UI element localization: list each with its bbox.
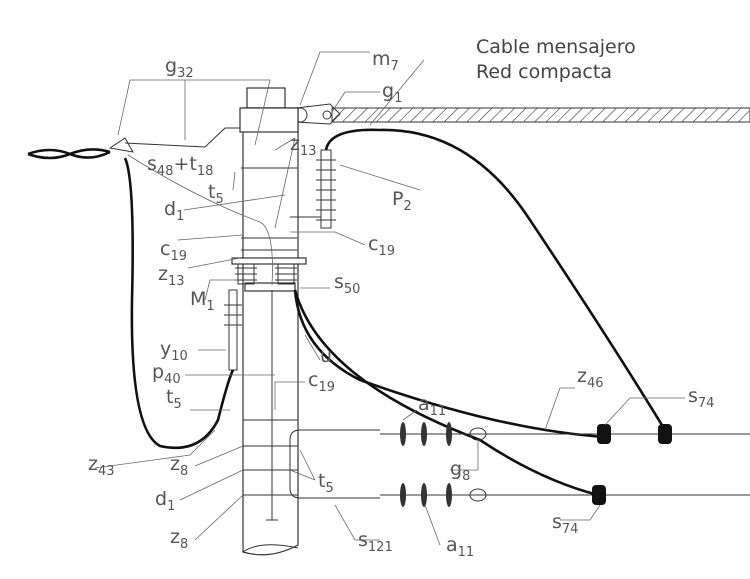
label-z8-low: z8 [170, 526, 188, 552]
underground-cable-2 [293, 289, 599, 497]
label-z46: z46 [577, 365, 604, 391]
label-t5-low: t5 [318, 470, 334, 496]
label-M1: M1 [190, 288, 215, 314]
post-insulator-left [235, 263, 257, 285]
label-t5-mid: t5 [166, 386, 182, 412]
cable-terminal [224, 289, 242, 371]
label-c19-right: c19 [368, 233, 395, 259]
label-c19-low: c19 [308, 369, 335, 395]
label-s121: s121 [358, 529, 393, 555]
label-g1: g1 [382, 80, 402, 106]
label-P2: P2 [392, 188, 412, 214]
title-line-2: Red compacta [476, 61, 612, 83]
label-d1-low: d1 [155, 488, 175, 514]
label-g8: g8 [450, 458, 470, 484]
label-s74-top: s74 [688, 385, 714, 411]
label-y10: y10 [160, 338, 188, 364]
label-t5-top: t5 [208, 181, 224, 207]
label-p40: p40 [152, 361, 181, 387]
bracket-s121 [289, 429, 380, 499]
label-m7: m7 [372, 48, 399, 74]
suspension-insulators [400, 422, 487, 507]
label-a11-low: a11 [446, 534, 474, 560]
title-line-1: Cable mensajero [476, 36, 636, 58]
strain-arm [108, 127, 273, 286]
label-z43: z43 [88, 453, 115, 479]
messenger-cable [331, 107, 750, 123]
pole [231, 87, 307, 556]
label-c19-left: c19 [160, 238, 187, 264]
post-insulator-right [275, 263, 297, 285]
label-d1-top: d1 [164, 198, 184, 224]
label-u: u [320, 345, 332, 367]
underground-cable-1 [293, 289, 606, 439]
label-z8-top: z8 [170, 453, 188, 479]
label-s48-t18: s48+t18 [147, 153, 213, 179]
drop-cable-left [123, 157, 235, 450]
label-a11-top: a11 [418, 393, 446, 419]
label-z13-top: z13 [290, 133, 317, 159]
label-s50: s50 [334, 271, 360, 297]
twisted-conductor [27, 148, 111, 160]
label-g32: g32 [165, 55, 194, 81]
label-z13-left: z13 [158, 263, 185, 289]
label-s74-low: s74 [552, 511, 578, 537]
arrester-lead-cable [324, 128, 667, 431]
leader-lines [94, 51, 685, 546]
cable-ends [592, 424, 672, 505]
